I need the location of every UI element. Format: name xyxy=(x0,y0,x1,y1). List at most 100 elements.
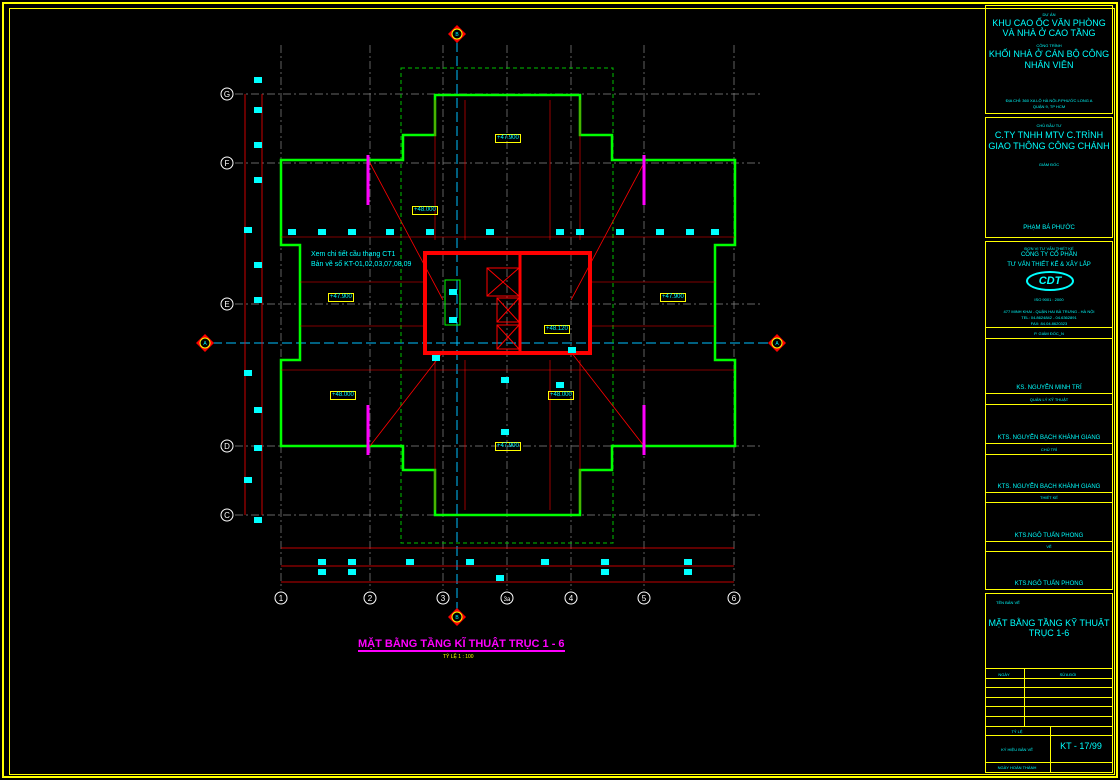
section-label: B xyxy=(455,615,459,621)
column xyxy=(426,229,434,235)
column xyxy=(684,559,692,565)
project-box: DỰ ÁN KHU CAO ỐC VĂN PHÒNG VÀ NHÀ Ở CAO … xyxy=(985,5,1113,114)
axis-bubble xyxy=(220,87,234,101)
work-line: NHÂN VIÊN xyxy=(1024,60,1074,70)
axis-bubble xyxy=(274,591,288,605)
column xyxy=(711,229,719,235)
owner-line: C.TY TNHH MTV C.TRÌNH xyxy=(994,130,1104,140)
section-bubble xyxy=(771,337,783,349)
section-bubble xyxy=(451,611,463,623)
column xyxy=(432,355,440,361)
axis-bubble xyxy=(220,439,234,453)
column xyxy=(244,370,252,376)
axis-bubble xyxy=(220,156,234,170)
bracing-line xyxy=(570,351,645,447)
owner-box: CHỦ ĐẦU TƯ C.TY TNHH MTV C.TRÌNH GIAO TH… xyxy=(985,117,1113,238)
column xyxy=(254,177,262,183)
section-label: A xyxy=(203,341,207,347)
director-name: PHẠM BÁ PHƯỚC xyxy=(1023,225,1075,231)
axis-bubble xyxy=(500,591,514,605)
column xyxy=(254,407,262,413)
column xyxy=(501,377,509,383)
consultant-box: ĐƠN VỊ TƯ VẤN THIẾT KẾ CÔNG TY CỔ PHẦN T… xyxy=(985,241,1113,590)
roof-outline xyxy=(400,67,614,544)
axis-bubble xyxy=(564,591,578,605)
axis-label: 6 xyxy=(732,594,737,603)
column xyxy=(386,229,394,235)
level-label: +48.000 xyxy=(412,206,438,215)
axis-label: F xyxy=(225,159,230,168)
axis-label: 5 xyxy=(642,594,647,603)
drawing-scale: TỶ LỆ 1 : 100 xyxy=(443,654,474,660)
role-label: THIẾT KẾ xyxy=(1040,495,1058,500)
role-name: KTS. NGUYỄN BẠCH KHÁNH GIANG xyxy=(997,435,1101,441)
column xyxy=(656,229,664,235)
column xyxy=(348,229,356,235)
column xyxy=(496,575,504,581)
shaft-cross xyxy=(496,324,520,350)
column xyxy=(601,559,609,565)
drawing-title: MẶT BẰNG TẦNG KĨ THUẬT TRỤC 1 - 6 xyxy=(358,638,565,652)
core-wall xyxy=(423,251,592,355)
axis-label: 3a xyxy=(504,597,511,603)
address-line: QUẬN 9, TP HCM xyxy=(1032,104,1066,109)
column xyxy=(254,445,262,451)
column xyxy=(684,569,692,575)
column xyxy=(541,559,549,565)
section-label: B xyxy=(455,32,459,38)
shaft-cross xyxy=(486,267,520,297)
project-line: KHU CAO ỐC VĂN PHÒNG xyxy=(992,18,1106,28)
logo-text: CDT xyxy=(1038,275,1062,287)
role-label: P. GIÁM ĐỐC_N xyxy=(1034,331,1064,336)
role-name: KTS.NGÔ TUẤN PHONG xyxy=(1014,581,1084,587)
axis-bubble xyxy=(727,591,741,605)
axis-bubble xyxy=(637,591,651,605)
axis-label: E xyxy=(224,300,229,309)
level-label: +47.900 xyxy=(660,293,686,302)
company-logo: CDT xyxy=(1026,271,1074,291)
column xyxy=(348,569,356,575)
column xyxy=(406,559,414,565)
consultant-fax: FAX: 84.04.8620323 xyxy=(1030,321,1068,326)
sheet-info-box: TÊN BẢN VẼ MẶT BẰNG TẦNG KỸ THUẬT TRỤC 1… xyxy=(985,593,1113,773)
axis-bubble xyxy=(220,508,234,522)
stair xyxy=(444,279,461,326)
column xyxy=(254,262,262,268)
work-label: CÔNG TRÌNH xyxy=(1036,43,1062,48)
column xyxy=(568,347,576,353)
axis-label: 3 xyxy=(441,594,446,603)
column xyxy=(254,77,262,83)
column xyxy=(616,229,624,235)
sheet-no-label: KÝ HIỆU BẢN VẼ xyxy=(1001,747,1033,752)
level-label: +47.900 xyxy=(328,293,354,302)
sheet-name-line: MẶT BẰNG TẦNG KỸ THUẬT xyxy=(988,618,1110,628)
iso-text: ISO 9001 : 2000 xyxy=(1034,297,1064,302)
axis-label: G xyxy=(224,90,230,99)
column xyxy=(449,317,457,323)
section-bubble xyxy=(451,28,463,40)
sheet-name-label: TÊN BẢN VẼ xyxy=(996,600,1020,605)
column xyxy=(601,569,609,575)
column xyxy=(686,229,694,235)
column xyxy=(254,517,262,523)
level-label: +48.120 xyxy=(544,325,570,334)
completion-label: NGÀY HOÀN THÀNH xyxy=(997,765,1037,770)
work-line: KHỐI NHÀ Ở CÁN BỘ CÔNG xyxy=(988,49,1110,59)
consultant-tel: TEL: 04.8624842 - 04.6362891 xyxy=(1021,315,1077,320)
owner-line: GIAO THÔNG CÔNG CHÁNH xyxy=(988,141,1110,151)
column xyxy=(556,382,564,388)
level-label: +47.900 xyxy=(495,442,521,451)
stair-note-2: Bản vẽ số KT-01,02,03,07,08,09 xyxy=(311,261,412,268)
column xyxy=(466,559,474,565)
shaft-cross xyxy=(496,297,520,323)
column xyxy=(244,477,252,483)
section-label: A xyxy=(775,341,779,347)
role-label: VẼ xyxy=(1046,544,1052,549)
role-label: QUẢN LÝ KỸ THUẬT xyxy=(1029,397,1069,402)
level-label: +47.900 xyxy=(495,134,521,143)
level-label: +48.000 xyxy=(330,391,356,400)
role-label: CHỦ TRÌ xyxy=(1040,447,1058,452)
column xyxy=(254,142,262,148)
date-label: NGÀY xyxy=(998,672,1010,677)
